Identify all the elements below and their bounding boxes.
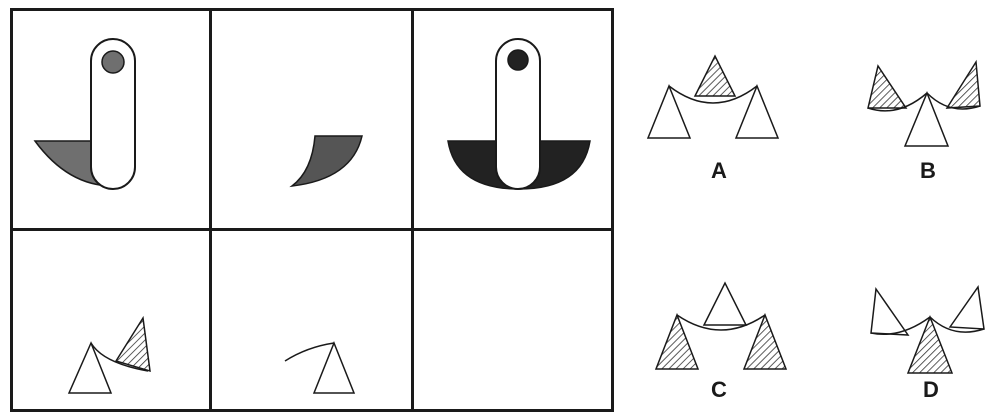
option-d-label: D bbox=[916, 377, 946, 403]
cell-r2-c2 bbox=[212, 231, 411, 409]
cell-r2-c3-empty bbox=[414, 231, 611, 409]
cell-r1-c1 bbox=[13, 11, 209, 228]
triangle-arc-figure bbox=[212, 231, 411, 409]
option-a[interactable]: A bbox=[640, 48, 790, 188]
option-c[interactable]: C bbox=[640, 277, 790, 417]
option-b[interactable]: B bbox=[840, 48, 988, 188]
option-d-figure bbox=[838, 277, 988, 377]
option-b-label: B bbox=[913, 158, 943, 184]
puzzle-grid bbox=[10, 8, 614, 412]
option-c-label: C bbox=[704, 377, 734, 403]
crescent-shape-gray bbox=[212, 11, 411, 228]
anchor-figure-gray bbox=[13, 11, 209, 228]
triangle-pair-figure bbox=[13, 231, 209, 409]
anchor-figure-black bbox=[414, 11, 611, 228]
option-c-figure bbox=[640, 277, 790, 377]
option-b-figure bbox=[840, 48, 988, 148]
cell-r2-c1 bbox=[13, 231, 209, 409]
cell-r1-c2 bbox=[212, 11, 411, 228]
option-d[interactable]: D bbox=[838, 277, 988, 417]
option-a-label: A bbox=[704, 158, 734, 184]
cell-r1-c3 bbox=[414, 11, 611, 228]
option-a-figure bbox=[640, 48, 790, 148]
